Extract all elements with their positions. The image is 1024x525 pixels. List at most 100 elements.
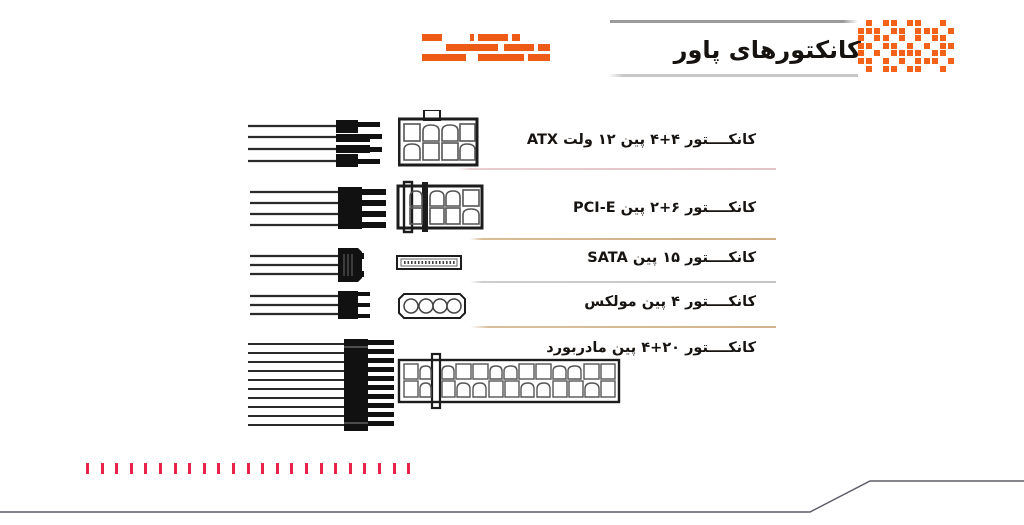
- list-item-label: کانکــــتور ۱۵ پین SATA: [587, 250, 756, 266]
- pcie-6plus2-connector: [394, 180, 486, 236]
- dot-matrix-cell: [882, 42, 889, 49]
- row-separator: [470, 281, 776, 283]
- dot-matrix-cell: [899, 50, 905, 57]
- crimson-dash: [144, 463, 148, 474]
- dot-matrix-cell: [915, 58, 922, 64]
- dot-matrix-cell: [940, 65, 946, 72]
- dot-matrix-cell: [915, 35, 922, 42]
- crimson-dash: [378, 463, 381, 474]
- dot-matrix-cell: [940, 50, 946, 57]
- dot-matrix-cell: [866, 58, 873, 64]
- list-item[interactable]: کانکــــتور ۲۰+۴ پین مادربورد: [0, 328, 1024, 440]
- dot-matrix-cell: [890, 27, 897, 34]
- dot-matrix-cell: [940, 20, 946, 26]
- list-item-label: کانکــــتور ۴ پین مولکس: [584, 294, 756, 310]
- dot-matrix-cell: [907, 20, 914, 26]
- dot-matrix-cell: [874, 50, 881, 57]
- dot-matrix-cell: [940, 35, 946, 42]
- sata-15pin-connector: [396, 254, 462, 272]
- dot-matrix-cell: [915, 27, 922, 34]
- list-item-label: کانکــــتور ۶+۲ پین PCI-E: [573, 200, 756, 216]
- page-title: کانکتورهای پاور: [673, 36, 861, 64]
- dot-matrix-cell: [907, 50, 914, 57]
- sata-cable: [250, 246, 370, 284]
- atx-4plus4-cable: [248, 118, 388, 170]
- dot-matrix-cell: [915, 65, 922, 72]
- crimson-dash: [202, 463, 206, 474]
- dot-matrix-cell: [899, 58, 905, 64]
- dot-matrix-cell: [882, 20, 889, 26]
- crimson-dash-row: [86, 463, 426, 477]
- crimson-dash: [261, 463, 265, 474]
- dot-matrix-cell: [882, 35, 889, 42]
- dot-matrix-cell: [858, 35, 864, 42]
- title-block: کانکتورهای پاور: [600, 12, 865, 82]
- crimson-dash: [363, 463, 367, 474]
- crimson-dash: [232, 463, 235, 474]
- crimson-dash: [217, 463, 221, 474]
- molex-4pin-connector: [396, 293, 468, 319]
- crimson-dash: [334, 463, 338, 474]
- dot-matrix-cell: [907, 65, 914, 72]
- list-item[interactable]: کانکــــتور ۶+۲ پین PCI-E: [0, 172, 1024, 240]
- dot-matrix-cell: [948, 58, 955, 64]
- dot-matrix-cell: [923, 42, 930, 49]
- dot-matrix-cell: [948, 42, 955, 49]
- crimson-dash: [100, 463, 104, 474]
- crimson-dash: [129, 463, 133, 474]
- crimson-dash: [275, 463, 279, 474]
- dot-matrix-cell: [890, 50, 897, 57]
- dot-matrix-cell: [858, 50, 864, 57]
- dot-matrix-cell: [915, 20, 922, 26]
- slide-header: کانکتورهای پاور: [0, 0, 1024, 96]
- dot-matrix-cell: [931, 27, 938, 34]
- list-item-label: کانکــــتور ۴+۴ پین ۱۲ ولت ATX: [526, 132, 756, 148]
- crimson-dash: [319, 463, 323, 474]
- crimson-dash: [173, 463, 177, 474]
- list-item[interactable]: کانکــــتور ۱۵ پین SATA: [0, 240, 1024, 284]
- orange-dot-matrix: [858, 20, 958, 76]
- dot-matrix-cell: [931, 58, 938, 64]
- motherboard-20plus4-connector: [396, 352, 622, 410]
- dot-matrix-cell: [890, 65, 897, 72]
- crimson-dash: [188, 463, 192, 474]
- dot-matrix-cell: [890, 20, 897, 26]
- crimson-dash: [290, 463, 294, 474]
- dot-matrix-cell: [899, 27, 905, 34]
- dot-matrix-cell: [874, 35, 881, 42]
- crimson-dash: [86, 463, 89, 474]
- crimson-dash: [392, 463, 396, 474]
- dot-matrix-cell: [931, 50, 938, 57]
- crimson-dash: [159, 463, 162, 474]
- crimson-dash: [246, 463, 250, 474]
- row-separator: [470, 238, 776, 240]
- dot-matrix-cell: [923, 58, 930, 64]
- molex-cable: [250, 288, 370, 322]
- dot-matrix-cell: [890, 42, 897, 49]
- dot-matrix-cell: [866, 42, 873, 49]
- connector-list: کانکــــتور ۴+۴ پین ۱۲ ولت ATX: [0, 100, 1024, 450]
- list-item[interactable]: کانکــــتور ۴+۴ پین ۱۲ ولت ATX: [0, 100, 1024, 172]
- dot-matrix-cell: [866, 20, 873, 26]
- dot-matrix-cell: [931, 35, 938, 42]
- dot-matrix-cell: [882, 65, 889, 72]
- dot-matrix-cell: [940, 42, 946, 49]
- dot-matrix-cell: [858, 58, 864, 64]
- footer-baseline: [0, 480, 1024, 513]
- list-item[interactable]: کانکــــتور ۴ پین مولکس: [0, 284, 1024, 328]
- dot-matrix-cell: [923, 27, 930, 34]
- motherboard-20plus4-cable: [248, 338, 396, 434]
- pcie-6plus2-cable: [250, 186, 390, 234]
- atx-4plus4-connector: [398, 110, 480, 172]
- dot-matrix-cell: [915, 50, 922, 57]
- crimson-dash: [407, 463, 411, 474]
- list-item-label: کانکــــتور ۲۰+۴ پین مادربورد: [546, 340, 756, 356]
- crimson-dash: [348, 463, 352, 474]
- dot-matrix-cell: [948, 27, 955, 34]
- crimson-dash: [305, 463, 308, 474]
- crimson-dash: [115, 463, 119, 474]
- dot-matrix-cell: [882, 58, 889, 64]
- title-rule-top: [610, 20, 858, 23]
- dot-matrix-cell: [858, 27, 864, 34]
